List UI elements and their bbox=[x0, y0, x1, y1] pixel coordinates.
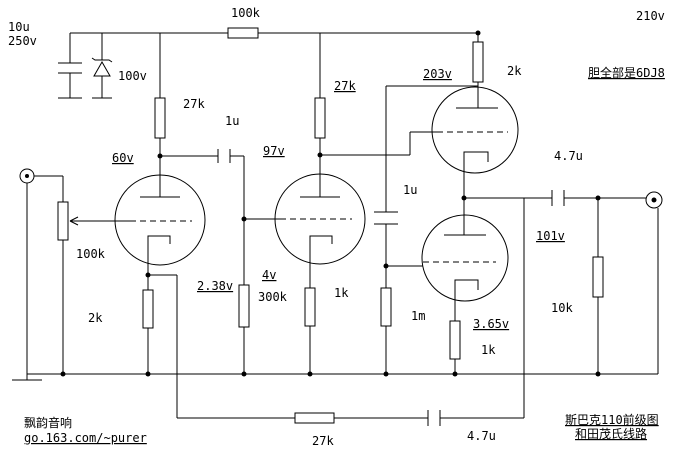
wires bbox=[26, 32, 659, 419]
feedback-capacitor bbox=[427, 410, 441, 426]
output-capacitor bbox=[551, 190, 565, 206]
grid-resistor-300k-label: 300k bbox=[258, 290, 288, 304]
coupling-cap-2-label: 1u bbox=[403, 183, 417, 197]
coupling-capacitor-2 bbox=[374, 211, 398, 225]
tube-type-note: 胆全部是6DJ8 bbox=[588, 65, 665, 80]
feedback-resistor bbox=[294, 412, 335, 424]
url-label: go.163.com/~purer bbox=[24, 431, 147, 445]
supply-resistor-100k bbox=[227, 27, 259, 39]
cathode-resistor-1-label: 2k bbox=[88, 311, 103, 325]
plate-resistor-2 bbox=[314, 97, 326, 139]
feedback-cap-label: 4.7u bbox=[467, 429, 496, 443]
title-line-1: 斯巴克110前级图 bbox=[565, 412, 659, 427]
plate-1-voltage-label: 60v bbox=[112, 151, 134, 165]
output-cap-label: 4.7u bbox=[554, 149, 583, 163]
tube-stage-2 bbox=[274, 173, 366, 265]
coupling-capacitor-1 bbox=[217, 149, 231, 163]
cathode-3-voltage-label: 3.65v bbox=[473, 317, 509, 331]
tube-stage-1 bbox=[114, 174, 206, 266]
plate-resistor-1-label: 27k bbox=[183, 97, 205, 111]
grid-resistor-300k bbox=[238, 284, 250, 328]
cathode-resistor-3-label: 1k bbox=[481, 343, 496, 357]
volume-potentiometer bbox=[57, 201, 130, 241]
feedback-resistor-label: 27k bbox=[312, 434, 334, 448]
grid-resistor-1m-label: 1m bbox=[411, 309, 425, 323]
zener-diode bbox=[91, 57, 113, 99]
zener-voltage-label: 100v bbox=[118, 69, 147, 83]
plate-resistor-2-label: 27k bbox=[334, 79, 356, 93]
load-resistor-10k bbox=[592, 256, 604, 298]
cathode-resistor-2 bbox=[304, 287, 316, 327]
load-resistor-label: 10k bbox=[551, 301, 573, 315]
title-line-2: 和田茂氏线路 bbox=[575, 426, 647, 441]
brand-label: 飘韵音响 bbox=[24, 415, 72, 430]
cathode-resistor-3 bbox=[449, 320, 461, 360]
plate-resistor-2k-label: 2k bbox=[507, 64, 522, 78]
grid-resistor-1m bbox=[380, 287, 392, 327]
filter-capacitor bbox=[58, 62, 82, 99]
cap-main-value-label: 10u bbox=[8, 20, 30, 34]
supply-resistor-label: 100k bbox=[231, 6, 261, 20]
upper-plate-voltage-label: 203v bbox=[423, 67, 452, 81]
junction-dots bbox=[60, 30, 601, 377]
cathode-2-voltage-label: 4v bbox=[262, 268, 276, 282]
coupling-cap-1-label: 1u bbox=[225, 114, 239, 128]
plate-resistor-1 bbox=[154, 97, 166, 139]
tube-upper-output bbox=[431, 86, 519, 174]
b-plus-voltage-label: 210v bbox=[636, 9, 665, 23]
plate-2-voltage-label: 97v bbox=[263, 144, 285, 158]
plate-resistor-2k bbox=[472, 41, 484, 83]
tube-lower-output bbox=[421, 214, 509, 302]
cathode-resistor-2-label: 1k bbox=[334, 286, 349, 300]
cap-main-voltage-label: 250v bbox=[8, 34, 37, 48]
volume-pot-label: 100k bbox=[76, 247, 106, 261]
cathode-1-voltage-label: 2.38v bbox=[197, 279, 233, 293]
cathode-resistor-1 bbox=[142, 289, 154, 329]
output-voltage-label: 101v bbox=[536, 229, 565, 243]
